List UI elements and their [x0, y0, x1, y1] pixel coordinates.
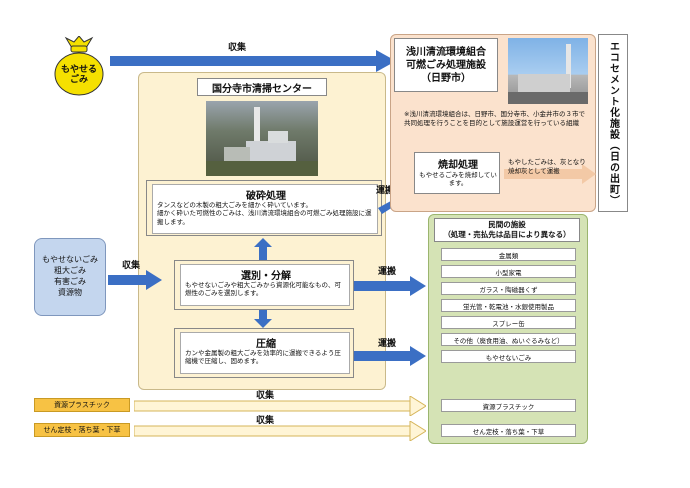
- nonburnable-line: 有害ごみ: [54, 277, 86, 286]
- crush-box: 破砕処理 タンスなどの木製の粗大ごみを細かく砕いています。 細かく砕いた可燃性の…: [152, 184, 378, 234]
- private-item: その他（廃食用油、ぬいぐるみなど）: [441, 333, 576, 346]
- ash-text: もやしたごみは、灰となり焼却灰として運搬: [508, 158, 586, 175]
- collect-arrow-branches: [134, 421, 426, 441]
- nonburnable-line: 粗大ごみ: [54, 266, 86, 276]
- transport-arrow-compress: [354, 346, 426, 366]
- garbage-bag-icon: [54, 36, 104, 96]
- compress-box: 圧縮 カンや金属製の粗大ごみを効率的に運搬できるよう圧縮機で圧縮し、固めます。: [180, 332, 350, 374]
- collect-label-branches: 収集: [256, 416, 275, 426]
- collect-label-mid: 収集: [122, 261, 141, 271]
- asakawa-note: ※浅川清流環境組合は、日野市、国分寺市、小金井市の３市で共同処理を行うことを目的…: [404, 110, 585, 127]
- bottom-left-branches: せん定枝・落ち葉・下草: [34, 423, 130, 437]
- private-item: もやせないごみ: [441, 350, 576, 363]
- cleaning-center-photo: [206, 101, 318, 176]
- nonburnable-line: 資源物: [58, 287, 82, 297]
- private-item: ガラス・陶磁器くず: [441, 282, 576, 295]
- collect-arrow-plastic: [134, 396, 426, 416]
- down-arrow: [254, 310, 272, 328]
- sort-box: 選別・分解 もやせないごみや粗大ごみから資源化可能なもの、可燃性のごみを選別しま…: [180, 264, 350, 306]
- transport-label-2: 運搬: [378, 267, 397, 277]
- private-item-plastic: 資源プラスチック: [441, 399, 576, 412]
- eco-cement-label: エコセメント化施設（日の出町）: [607, 40, 619, 206]
- private-item-branches: せん定枝・落ち葉・下草: [441, 424, 576, 437]
- collect-label-plastic: 収集: [256, 391, 275, 401]
- ash-arrow: [504, 164, 596, 184]
- burnable-waste-label: もやせる ごみ: [60, 65, 97, 85]
- collect-arrow-top: [110, 50, 396, 72]
- collect-label-top: 収集: [228, 43, 247, 53]
- private-item: スプレー缶: [441, 316, 576, 329]
- up-arrow: [254, 238, 272, 260]
- incineration-desc: もやせるごみを焼却しています。: [419, 171, 497, 188]
- nonburnable-box: もやせないごみ 粗大ごみ 有害ごみ 資源物: [34, 238, 106, 316]
- compress-title: 圧縮: [256, 339, 276, 350]
- private-item: 小型家電: [441, 265, 576, 278]
- cleaning-center-title: 国分寺市清掃センター: [197, 78, 327, 96]
- asakawa-photo: [508, 38, 588, 104]
- transport-arrow-sort: [354, 276, 426, 296]
- private-title: 民間の施設 （処理・売払先は品目により異なる）: [434, 218, 580, 242]
- collect-arrow-mid: [108, 270, 162, 290]
- sort-desc: もやせないごみや粗大ごみから資源化可能なもの、可燃性のごみを選別します。: [185, 281, 341, 298]
- asakawa-title: 浅川清流環境組合 可燃ごみ処理施設 （日野市）: [394, 38, 498, 92]
- compress-desc: カンや金属製の粗大ごみを効率的に運搬できるよう圧縮機で圧縮し、固めます。: [185, 349, 341, 366]
- incineration-title: 焼却処理: [438, 160, 478, 171]
- eco-cement-box: エコセメント化施設（日の出町）: [598, 34, 628, 212]
- sort-title: 選別・分解: [241, 271, 291, 282]
- private-item: 蛍光管・乾電池・水銀使用製品: [441, 299, 576, 312]
- transport-label-1: 運搬: [376, 186, 395, 196]
- private-item: 金属類: [441, 248, 576, 261]
- nonburnable-line: もやせないごみ: [42, 255, 98, 265]
- incineration-box: 焼却処理 もやせるごみを焼却しています。: [414, 152, 500, 194]
- crush-desc: タンスなどの木製の粗大ごみを細かく砕いています。 細かく砕いた可燃性のごみは、浅…: [157, 201, 372, 226]
- crush-title: 破砕処理: [246, 191, 286, 202]
- bottom-left-plastic: 資源プラスチック: [34, 398, 130, 412]
- transport-label-3: 運搬: [378, 339, 397, 349]
